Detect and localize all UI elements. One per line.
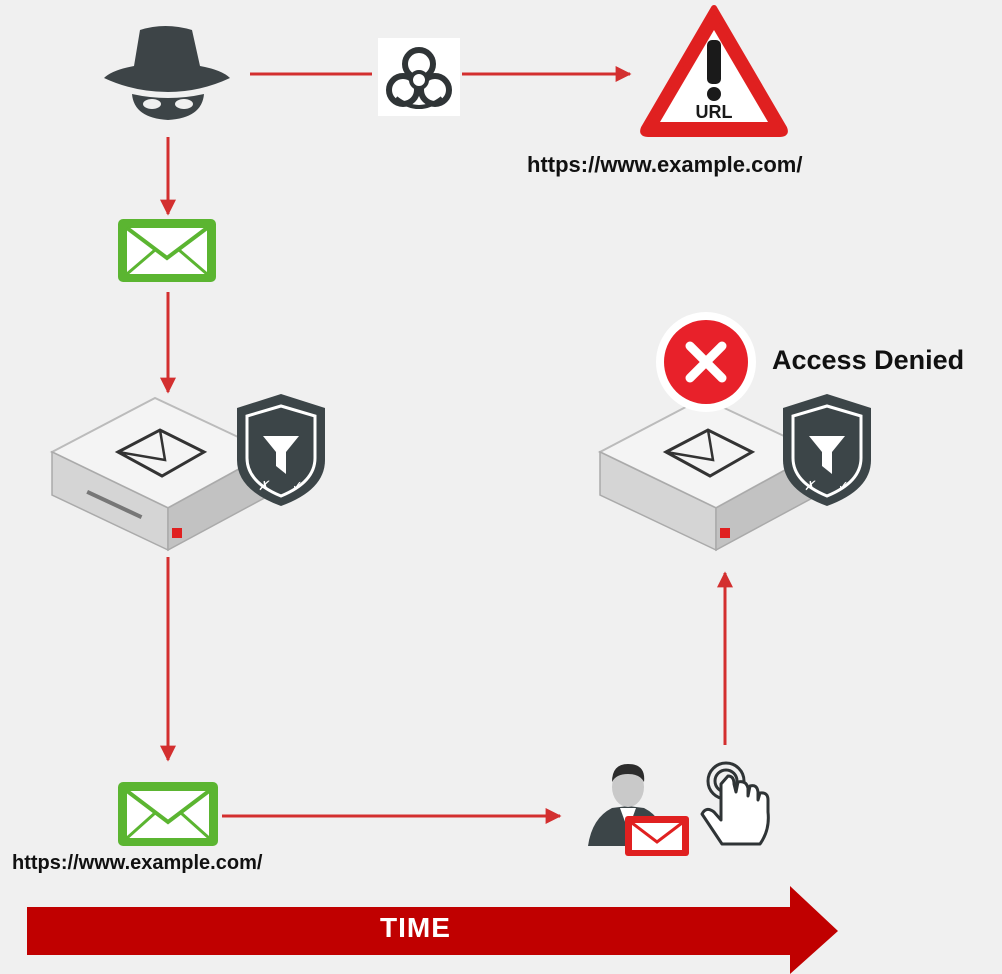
svg-text:✓: ✓ — [292, 479, 303, 494]
mail-icon — [118, 219, 216, 282]
hacker-icon — [104, 26, 230, 120]
time-arrow — [27, 886, 838, 974]
svg-text:✗: ✗ — [804, 478, 816, 493]
flow-arrows — [160, 66, 733, 824]
url-text-bottom: https://www.example.com/ — [12, 852, 263, 874]
url-badge-text: URL — [696, 102, 733, 122]
filter-shield-icon-right: ✗ ✓ — [783, 394, 871, 506]
svg-text:✗: ✗ — [258, 478, 270, 493]
deny-icon — [656, 312, 756, 412]
user-icon — [588, 764, 689, 856]
mail-icon-bottom — [118, 782, 218, 846]
svg-text:✓: ✓ — [838, 479, 849, 494]
click-hand-icon — [700, 761, 770, 846]
url-text-top: https://www.example.com/ — [527, 152, 803, 177]
time-label: TIME — [380, 912, 451, 943]
url-warning-icon: URL — [640, 5, 788, 137]
filter-shield-icon: ✗ ✓ — [237, 394, 325, 506]
biohazard-icon — [378, 38, 460, 116]
access-denied-text: Access Denied — [772, 345, 965, 375]
